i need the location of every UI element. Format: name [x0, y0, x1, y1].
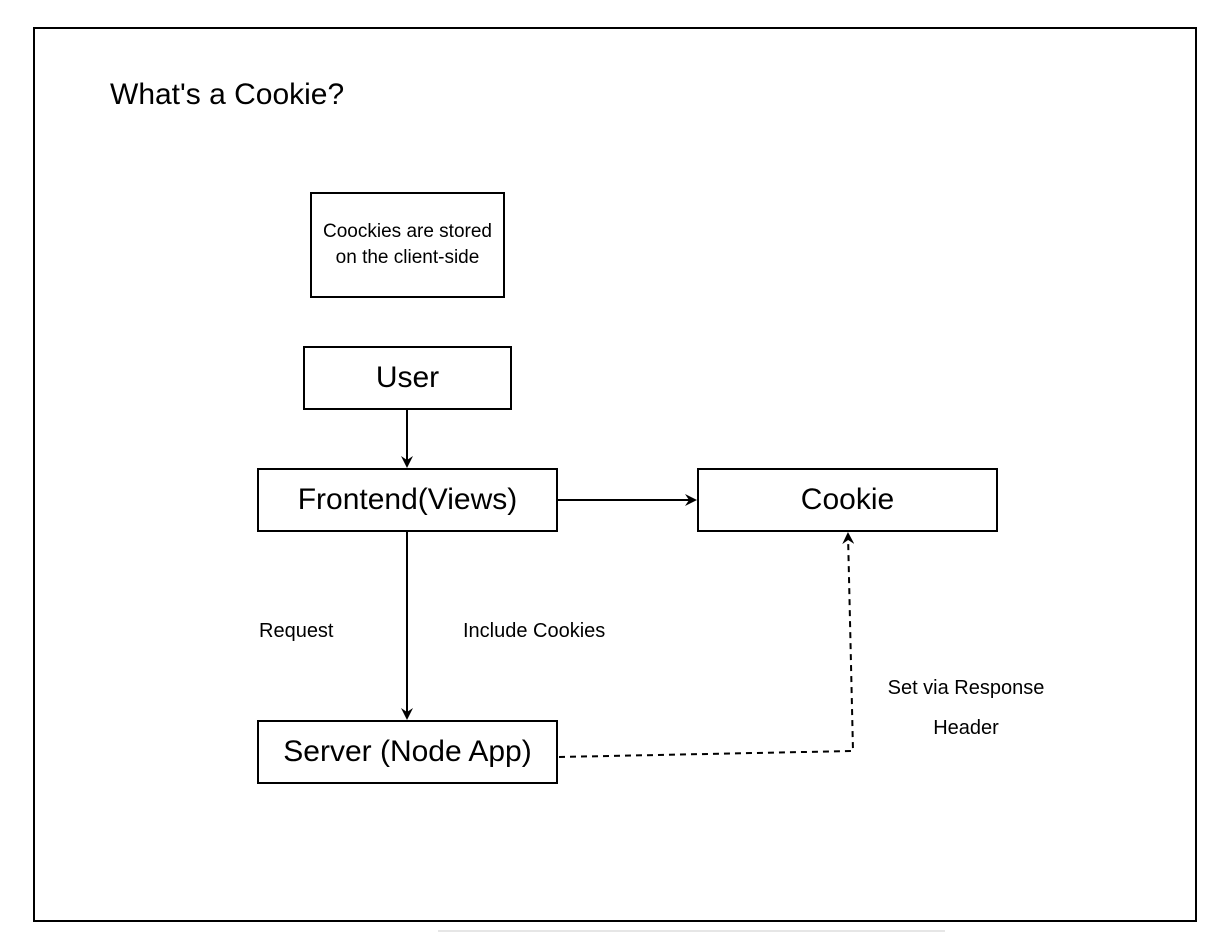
node-user: User — [303, 346, 512, 410]
edge-server-to-cookie — [558, 532, 855, 758]
node-server: Server (Node App) — [257, 720, 558, 784]
diagram-title: What's a Cookie? — [110, 78, 345, 111]
node-cookie: Cookie — [697, 468, 998, 532]
label-set-via-response-header: Set via Response Header — [887, 677, 1045, 739]
label-include-cookies: Include Cookies — [463, 620, 606, 642]
label-request: Request — [259, 620, 334, 642]
diagram-frame — [33, 27, 1197, 922]
note-client-side: Coockies are stored on the client-side — [310, 192, 505, 298]
bottom-scroll-rule — [438, 930, 945, 932]
node-frontend: Frontend(Views) — [257, 468, 558, 532]
